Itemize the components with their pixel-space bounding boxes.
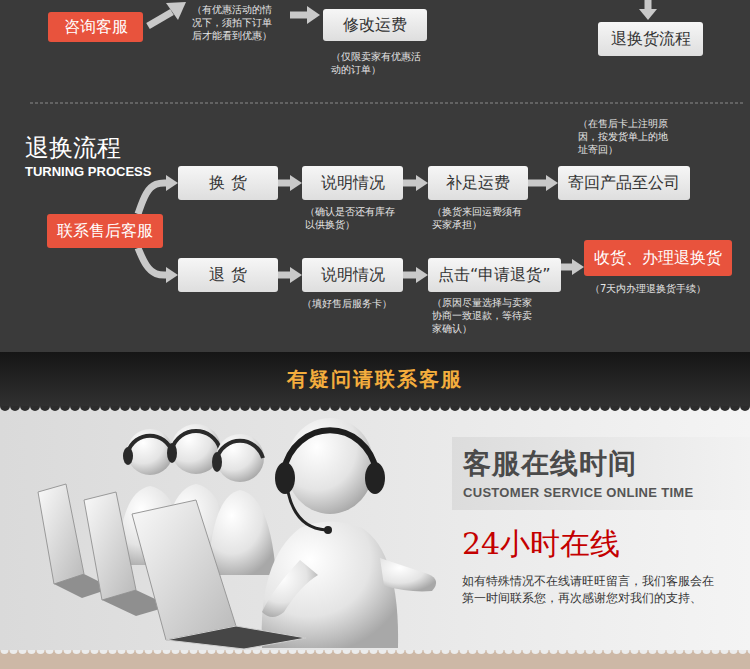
box-sublabel: CUSTOMER SERVICE ONLINE TIME [463,485,693,501]
process-box: 退换货流程 [598,22,703,56]
flow-arrow [561,264,572,271]
process-box: 换 货 [178,166,278,200]
box-label: 修改运费 [343,15,407,34]
box-label: 咨询客服 [64,17,128,36]
end-box: 收货、办理退换货 [584,240,732,276]
flow-arrow [403,272,416,279]
light-ground [0,406,750,650]
start-box: 咨询客服 [48,12,143,42]
note-text: （在售后卡上注明原因，按发货单上的地址寄回） [578,117,672,156]
info-panel: 客服在线时间 CUSTOMER SERVICE ONLINE TIME [452,437,750,510]
banner-band: 有疑问请联系客服 [0,352,750,406]
box-label: 说明情况 [321,173,385,192]
process-box: 点击“申请退货” [428,258,561,292]
box-label: 补足运费 [446,173,510,192]
note-text: （原因尽量选择与卖家协商一致退款，等待卖家确认） [432,296,536,335]
box-label: 收货、办理退换货 [594,248,722,267]
note-text: （填好售后服务卡） [302,297,392,310]
box-label: 有疑问请联系客服 [287,367,463,391]
process-box: 修改运费 [323,9,427,41]
dark-ground [0,0,750,352]
box-label: 退换货流程 [611,29,691,48]
flow-arrow [528,180,546,187]
service-illustration [38,418,436,649]
process-box: 寄回产品至公司 [558,166,690,200]
start-box: 联系售后客服 [47,214,163,248]
note-text: （7天内办理退换货手续） [590,282,706,295]
box-label: 联系售后客服 [57,221,153,240]
flow-arrow [278,272,290,279]
process-box: 说明情况 [302,166,403,200]
flow-arrow [138,248,166,275]
flow-arrow [403,180,416,187]
section-title: 退换流程 [25,133,121,163]
note-text: （有优惠活动的情况下，须拍下订单后才能看到优惠） [192,3,276,42]
box-label: 客服在线时间 [463,447,637,481]
box-label: 换 货 [209,173,246,192]
note-text: （换货来回运费须有买家承担） [432,205,526,231]
bottom-strip [0,650,750,669]
flow-arrow [138,183,166,214]
process-box: 补足运费 [428,166,528,200]
note-text: （确认是否还有库存以供换货） [305,205,399,231]
box-label: 寄回产品至公司 [568,173,680,192]
box-label: 说明情况 [321,265,385,284]
note-text: （仅限卖家有优惠活动的订单） [331,50,425,76]
box-label: 退 货 [209,265,246,284]
bottom-scallop [0,650,750,654]
box-label: 点击“申请退货” [438,265,551,284]
flow-arrow [278,180,290,187]
section-subtitle: TURNING PROCESS [25,164,151,179]
scallop-edge [0,406,750,411]
hours-text: 24小时在线 [462,525,620,563]
process-box: 说明情况 [302,258,403,292]
process-box: 退 货 [178,258,278,292]
dashed-divider [30,103,745,104]
notice-text: 如有特殊情况不在线请旺旺留言，我们客服会在第一时间联系您，再次感谢您对我们的支持… [462,573,715,607]
